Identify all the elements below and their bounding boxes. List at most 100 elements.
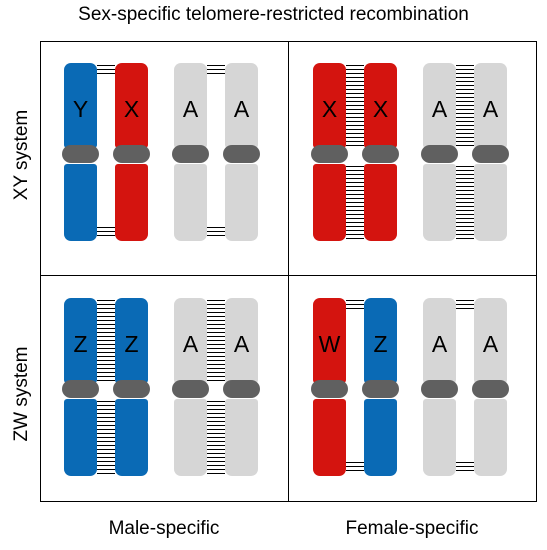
chromosome-label: X [372, 96, 389, 122]
centromere [472, 380, 509, 398]
centromere [172, 145, 209, 163]
chromosome-arm-bottom [423, 164, 456, 241]
recombination-region-telomere-top [456, 300, 474, 312]
chromosome-label: A [431, 96, 448, 122]
chromosome-arm-top [64, 63, 97, 148]
centromere [362, 145, 399, 163]
chromosome-a: A [172, 63, 209, 241]
centromere [311, 380, 348, 398]
chromosome-arm-top [174, 298, 207, 383]
chromosome-arm-top [225, 298, 258, 383]
chromosome-arm-top [225, 63, 258, 148]
chromosome-label: A [233, 96, 250, 122]
chromosome-label: X [123, 96, 140, 122]
centromere [113, 145, 150, 163]
recombination-region-telomere-top [346, 300, 364, 312]
chromosome-arm-top [474, 63, 507, 148]
recombination-region [346, 166, 364, 239]
chromosome-arm-bottom [225, 164, 258, 241]
chromosome-arm-bottom [313, 164, 346, 241]
centromere [223, 380, 260, 398]
chromosome-arm-top [364, 298, 397, 383]
chromosome-arm-bottom [423, 399, 456, 476]
recombination-region [346, 65, 364, 146]
centromere [421, 380, 458, 398]
recombination-region [456, 65, 474, 146]
recombination-region-telomere-bottom [97, 227, 115, 239]
chromosome-label: A [482, 331, 499, 357]
chromosome-label: A [182, 96, 199, 122]
column-label-female-specific: Female-specific [345, 518, 479, 539]
recombination-region-telomere-bottom [456, 462, 474, 474]
chromosome-arm-bottom [64, 164, 97, 241]
centromere [113, 380, 150, 398]
chromosome-a: A [421, 298, 458, 476]
chromosome-arm-top [115, 298, 148, 383]
figure-title: Sex-specific telomere-restricted recombi… [78, 4, 469, 25]
chromosome-z: Z [362, 298, 399, 476]
chromosome-label: X [321, 96, 338, 122]
chromosome-arm-bottom [174, 399, 207, 476]
chromosome-arm-top [174, 63, 207, 148]
recombination-region [456, 166, 474, 239]
chromosome-y: Y [62, 63, 99, 241]
recombination-region-telomere-top [97, 65, 115, 77]
centromere [62, 145, 99, 163]
centromere [172, 380, 209, 398]
chromosome-w: W [311, 298, 348, 476]
chromosome-arm-bottom [115, 164, 148, 241]
grid-divider-horizontal [40, 275, 537, 276]
recombination-region-telomere-bottom [207, 227, 225, 239]
centromere [362, 380, 399, 398]
chromosome-arm-bottom [64, 399, 97, 476]
chromosome-arm-top [313, 298, 346, 383]
chromosome-x: X [113, 63, 150, 241]
row-label-xy-system: XY system [11, 109, 32, 201]
chromosome-arm-top [423, 298, 456, 383]
chromosome-z: Z [113, 298, 150, 476]
recombination-region [207, 300, 225, 381]
chromosome-a: A [472, 298, 509, 476]
centromere [421, 145, 458, 163]
chromosome-label: Z [73, 331, 88, 357]
centromere [62, 380, 99, 398]
chromosome-arm-bottom [225, 399, 258, 476]
chromosome-arm-bottom [474, 399, 507, 476]
chromosome-label: A [182, 331, 199, 357]
chromosome-arm-top [364, 63, 397, 148]
chromosome-x: X [362, 63, 399, 241]
chromosome-arm-bottom [364, 164, 397, 241]
chromosome-arm-top [474, 298, 507, 383]
recombination-region [97, 300, 115, 381]
recombination-region-telomere-top [207, 65, 225, 77]
chromosome-arm-bottom [313, 399, 346, 476]
chromosome-a: A [172, 298, 209, 476]
column-label-male-specific: Male-specific [108, 518, 220, 539]
chromosome-label: Y [72, 96, 89, 122]
grid-divider-vertical [288, 41, 289, 502]
chromosome-arm-top [313, 63, 346, 148]
centromere [311, 145, 348, 163]
chromosome-a: A [223, 63, 260, 241]
chromosome-label: A [233, 331, 250, 357]
chromosome-arm-top [423, 63, 456, 148]
chromosome-label: W [318, 331, 341, 357]
recombination-region [97, 401, 115, 474]
chromosome-z: Z [62, 298, 99, 476]
chromosome-x: X [311, 63, 348, 241]
chromosome-a: A [472, 63, 509, 241]
chromosome-arm-bottom [115, 399, 148, 476]
recombination-region-telomere-bottom [346, 462, 364, 474]
chromosome-label: A [431, 331, 448, 357]
row-label-zw-system: ZW system [11, 346, 32, 442]
chromosome-arm-top [115, 63, 148, 148]
chromosome-arm-top [64, 298, 97, 383]
chromosome-arm-bottom [174, 164, 207, 241]
chromosome-arm-bottom [474, 164, 507, 241]
recombination-region [207, 401, 225, 474]
